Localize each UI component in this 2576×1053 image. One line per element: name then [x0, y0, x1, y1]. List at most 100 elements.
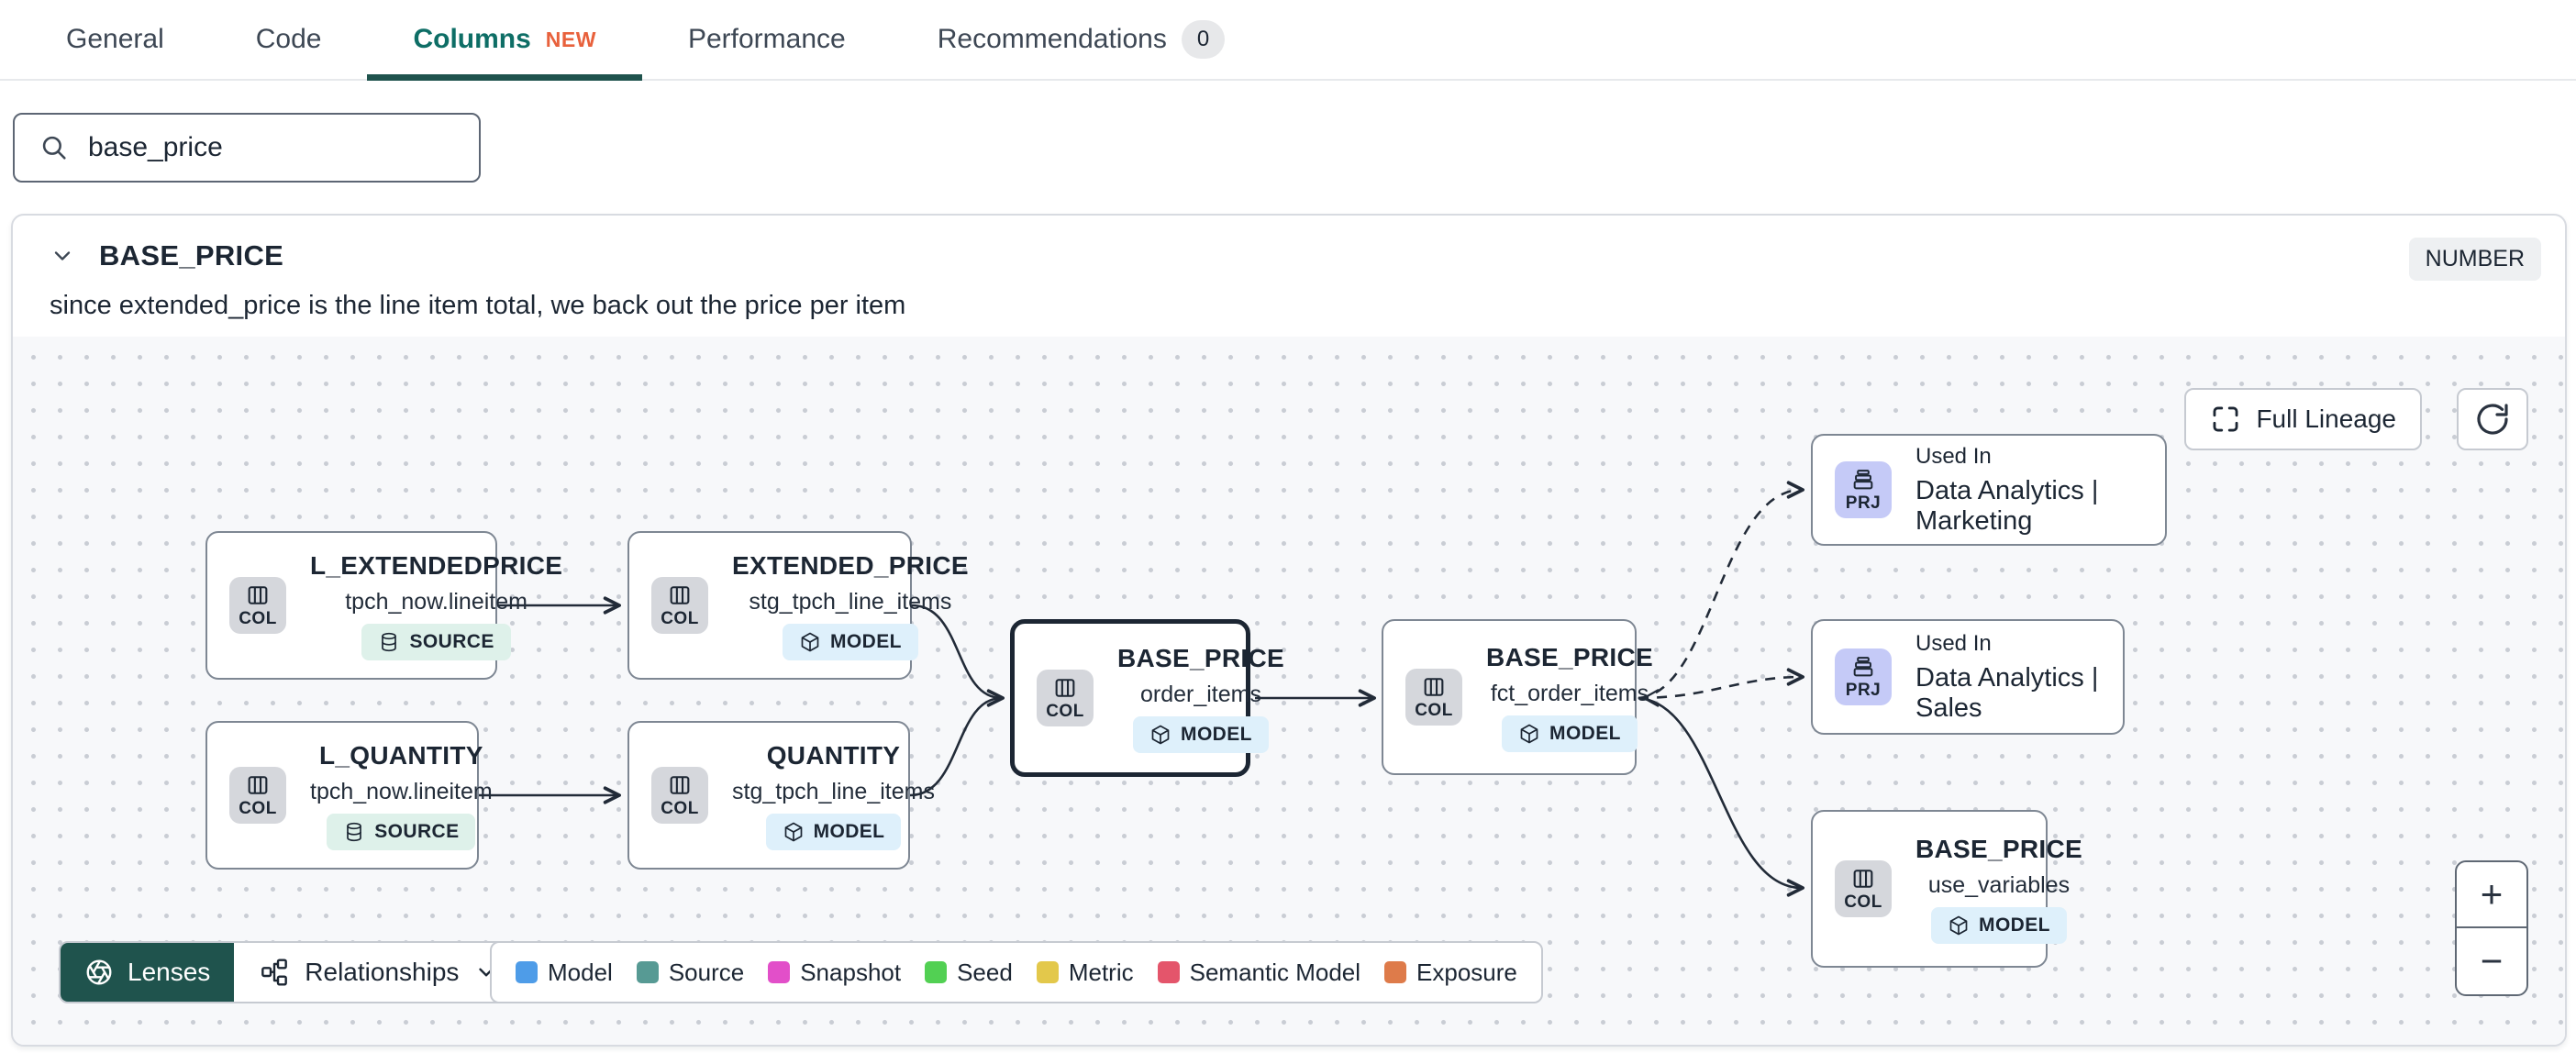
node-title: BASE_PRICE [1915, 834, 2082, 863]
node-title: QUANTITY [766, 740, 901, 770]
node-title: BASE_PRICE [1486, 642, 1653, 671]
column-chip: COL [1835, 860, 1892, 917]
full-lineage-label: Full Lineage [2256, 405, 2396, 433]
column-chip: COL [1405, 669, 1462, 726]
refresh-button[interactable] [2457, 388, 2528, 450]
exposure-swatch [1384, 961, 1407, 983]
database-icon [378, 631, 400, 653]
node-subtitle: use_variables [1927, 871, 2071, 898]
column-type-badge: NUMBER [2408, 238, 2541, 281]
database-icon [343, 821, 365, 843]
column-panel: BASE_PRICE NUMBER since extended_price i… [11, 214, 2567, 1047]
source-swatch [636, 961, 659, 983]
node-subtitle: order_items [1139, 681, 1261, 707]
tab-label: Code [255, 24, 322, 54]
aperture-icon [84, 958, 114, 987]
node-type-legend: Model Source Snapshot Seed Metric [490, 941, 1543, 1003]
node-used-in-sales[interactable]: PRJ Used In Data Analytics | Sales [1811, 619, 2125, 735]
zoom-controls: + − [2455, 860, 2528, 996]
node-l-quantity[interactable]: COL L_QUANTITY tpch_now.lineitem SOURCE [205, 721, 493, 870]
source-badge: SOURCE [327, 813, 476, 850]
refresh-icon [2474, 401, 2511, 438]
node-l-extendedprice[interactable]: COL L_EXTENDEDPRICE tpch_now.lineitem SO… [205, 531, 562, 680]
legend-item-metric: Metric [1036, 959, 1134, 987]
stacked-trays-icon [1850, 467, 1876, 493]
metric-swatch [1036, 961, 1059, 983]
lenses-label: Lenses [128, 958, 211, 986]
used-in-name: Data Analytics | Marketing [1915, 475, 2099, 536]
relationships-dropdown[interactable]: Relationships [234, 943, 524, 1002]
chevron-down-icon[interactable] [50, 243, 75, 269]
node-extended-price[interactable]: COL EXTENDED_PRICE stg_tpch_line_items M… [627, 531, 969, 680]
model-badge: MODEL [765, 813, 902, 850]
tab-performance[interactable]: Performance [642, 0, 892, 79]
used-in-label: Used In [1915, 443, 1992, 469]
search-input[interactable] [88, 132, 455, 163]
model-badge: MODEL [1133, 715, 1269, 753]
lenses-button[interactable]: Lenses [61, 943, 235, 1002]
tab-recommendations[interactable]: Recommendations 0 [892, 0, 1271, 79]
legend-item-source: Source [636, 959, 744, 987]
node-base-price-use-variables[interactable]: COL BASE_PRICE use_variables MODEL [1811, 810, 2082, 968]
full-lineage-button[interactable]: Full Lineage [2184, 388, 2422, 450]
search-bar [0, 81, 2576, 183]
column-name: BASE_PRICE [99, 239, 284, 272]
tab-label: Columns [413, 24, 531, 54]
column-chip: COL [651, 767, 708, 824]
columns-icon [667, 772, 693, 798]
node-title: EXTENDED_PRICE [732, 550, 969, 580]
node-title: BASE_PRICE [1117, 643, 1284, 672]
relationships-icon [260, 958, 289, 987]
columns-icon [245, 772, 271, 798]
columns-icon [1850, 866, 1876, 892]
tab-label: General [66, 24, 164, 54]
lenses-toolbar: Lenses Relationships [59, 941, 527, 1003]
column-panel-header: BASE_PRICE NUMBER since extended_price i… [13, 216, 2565, 335]
cube-icon [1149, 724, 1171, 746]
zoom-out-button[interactable]: − [2480, 939, 2504, 982]
columns-icon [667, 582, 693, 608]
legend-item-seed: Seed [925, 959, 1013, 987]
used-in-name: Data Analytics | Sales [1915, 662, 2099, 723]
relationships-label: Relationships [305, 958, 460, 986]
legend-item-exposure: Exposure [1384, 959, 1517, 987]
semantic-model-swatch [1157, 961, 1180, 983]
legend-item-semantic-model: Semantic Model [1157, 959, 1360, 987]
source-badge: SOURCE [361, 623, 511, 660]
tab-columns[interactable]: Columns NEW [367, 0, 642, 81]
new-tag: NEW [545, 27, 596, 51]
tab-general[interactable]: General [20, 0, 210, 79]
model-badge: MODEL [1502, 715, 1638, 752]
search-icon [39, 132, 70, 163]
tab-bar: General Code Columns NEW Performance Rec… [0, 0, 2576, 81]
legend-item-snapshot: Snapshot [768, 959, 901, 987]
column-chip: COL [229, 767, 286, 824]
column-chip: COL [1037, 670, 1094, 726]
search-box[interactable] [13, 113, 481, 183]
model-badge: MODEL [783, 623, 918, 660]
expand-icon [2210, 404, 2241, 435]
node-used-in-marketing[interactable]: PRJ Used In Data Analytics | Marketing [1811, 434, 2167, 546]
lineage-canvas[interactable]: COL L_EXTENDEDPRICE tpch_now.lineitem SO… [13, 337, 2565, 1045]
node-subtitle: stg_tpch_line_items [732, 778, 935, 804]
seed-swatch [925, 961, 948, 983]
cube-icon [1948, 914, 1970, 937]
tab-code[interactable]: Code [210, 0, 368, 79]
zoom-in-button[interactable]: + [2457, 862, 2526, 928]
model-badge: MODEL [1931, 906, 2067, 944]
cube-icon [799, 631, 821, 653]
column-chip: COL [651, 577, 708, 634]
node-subtitle: stg_tpch_line_items [749, 588, 952, 615]
project-chip: PRJ [1835, 461, 1892, 518]
cube-icon [1518, 723, 1540, 745]
model-swatch [516, 961, 538, 983]
stacked-trays-icon [1850, 654, 1876, 680]
node-base-price-order-items[interactable]: COL BASE_PRICE order_items MODEL [1010, 619, 1284, 777]
project-chip: PRJ [1835, 648, 1892, 705]
columns-icon [1421, 674, 1447, 700]
node-base-price-fct-order-items[interactable]: COL BASE_PRICE fct_order_items MODEL [1382, 619, 1653, 775]
node-quantity[interactable]: COL QUANTITY stg_tpch_line_items MODEL [627, 721, 935, 870]
cube-icon [783, 821, 805, 843]
columns-icon [245, 582, 271, 608]
